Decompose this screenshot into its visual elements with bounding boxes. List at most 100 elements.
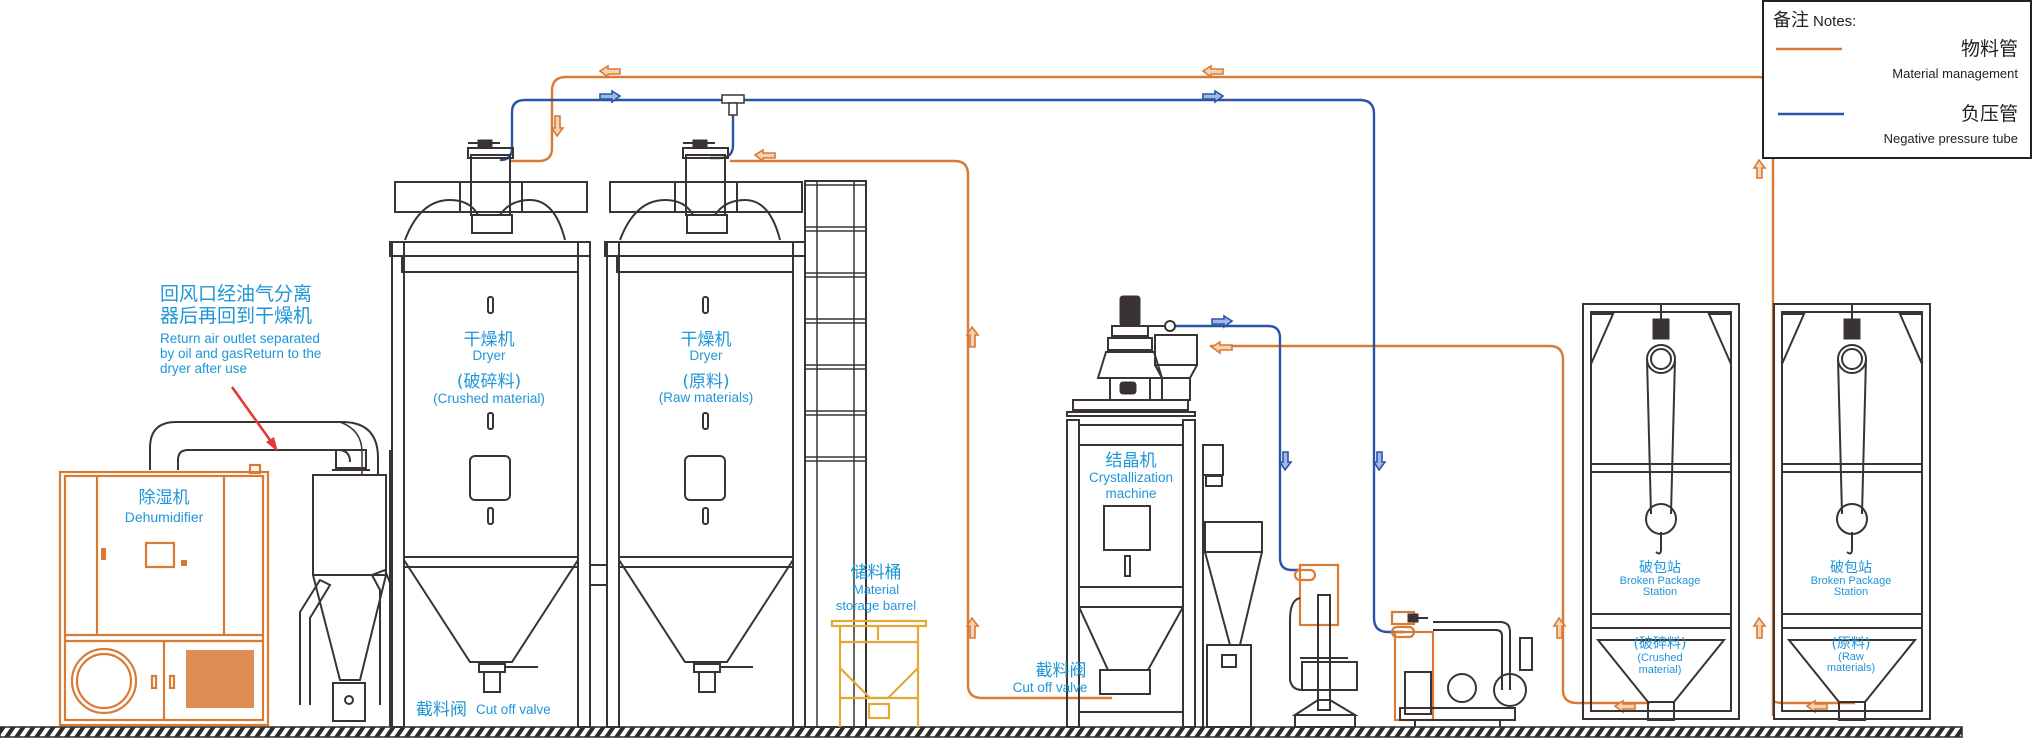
ladder-rung <box>804 272 867 278</box>
legend-title-zh: 备注 <box>1773 10 1809 30</box>
annotation-pointer-arrow <box>230 386 277 448</box>
material-pipe-raw-dryer-feed <box>730 159 1112 700</box>
legend-material-en: Material management <box>1892 66 2018 81</box>
station-raw-sub-en1: (Raw <box>1838 651 1864 663</box>
label-cutoff-valve-1: 截料阀 Cut off valve <box>416 700 551 720</box>
ladder-frame <box>804 180 867 728</box>
ladder-rung <box>804 180 867 186</box>
dryer-raw-sub-en: (Raw materials) <box>659 390 754 405</box>
vacuum-pipe-main <box>499 98 1405 634</box>
annotation-return-air: 回风口经油气分离 器后再回到干燥机 Return air outlet sepa… <box>160 283 321 376</box>
hopper-outlet <box>1647 701 1675 721</box>
crystallizer-unit <box>1066 295 1263 728</box>
arrow-up-icon <box>1752 616 1767 639</box>
station-crushed-sub-en2: material) <box>1639 664 1682 676</box>
hoist-pulley-inner <box>1650 348 1672 370</box>
label-station-crushed: 破包站 Broken Package Station (破碎料) (Crushe… <box>1620 560 1701 676</box>
hoist-motor <box>1652 318 1670 340</box>
hook-block <box>1645 503 1677 535</box>
vacuum-loader-1 <box>1289 563 1359 728</box>
ladder-rung <box>804 410 867 416</box>
storage-barrel-en2: storage barrel <box>836 598 916 613</box>
arrow-right-icon <box>1202 89 1225 104</box>
dryer-crushed-sub-zh: (破碎料) <box>457 372 521 392</box>
hoist-motor <box>1843 318 1861 340</box>
ladder-rung <box>804 364 867 370</box>
annotation-arrowhead <box>266 437 278 452</box>
legend-box: 备注 Notes: 物料管 Material management 负压管 Ne… <box>1762 0 2032 159</box>
arrow-up-icon <box>965 325 980 348</box>
hook-block <box>1836 503 1868 535</box>
station-crushed-en1: Broken Package <box>1620 575 1701 587</box>
dryer-crushed-sub-en: (Crushed material) <box>433 391 545 406</box>
arrow-left-icon <box>1210 340 1233 355</box>
material-pipe-crystallizer-feed <box>1210 344 1650 705</box>
dryer-crushed-zh: 干燥机 <box>464 330 515 350</box>
annotation-en-line2: by oil and gasReturn to the <box>160 346 321 361</box>
crystallizer-zh: 结晶机 <box>1106 451 1157 471</box>
label-station-raw: 破包站 Broken Package Station (原料) (Raw mat… <box>1811 560 1892 674</box>
station-raw-zh: 破包站 <box>1830 560 1872 576</box>
label-dehumidifier: 除湿机 Dehumidifier <box>125 488 204 525</box>
station-raw-en1: Broken Package <box>1811 575 1892 587</box>
hook <box>1846 532 1853 555</box>
crystallizer-en1: Crystallization <box>1089 470 1173 485</box>
dryer-raw-sub-zh: (原料) <box>682 372 729 392</box>
arrow-up-icon <box>1752 158 1767 179</box>
dehumidifier-en: Dehumidifier <box>125 509 204 525</box>
dehumidifier-zh: 除湿机 <box>139 488 190 508</box>
annotation-zh-line1: 回风口经油气分离 <box>160 283 312 305</box>
station-raw-en2: Station <box>1834 586 1868 598</box>
station-raw-sub-en2: materials) <box>1827 662 1875 674</box>
dryer-raw-zh: 干燥机 <box>681 330 732 350</box>
cutoff-valve-1-zh: 截料阀 <box>416 700 467 720</box>
annotation-zh-line2: 器后再回到干燥机 <box>160 305 312 327</box>
legend-vacuum-en: Negative pressure tube <box>1884 131 2018 146</box>
annotation-en-line3: dryer after use <box>160 361 247 376</box>
legend-material-zh: 物料管 <box>1961 38 2018 60</box>
dryer-crushed-unit <box>389 139 591 728</box>
access-ladder <box>804 180 867 728</box>
ladder-rung <box>804 226 867 232</box>
label-crystallizer: 结晶机 Crystallization machine <box>1089 451 1173 501</box>
return-air-duct <box>149 421 379 476</box>
corner-brace <box>1781 313 1806 365</box>
dryer-raw-unit <box>590 139 806 728</box>
vacuum-pipe-crystallizer <box>1175 324 1300 572</box>
ladder-rung <box>804 318 867 324</box>
storage-barrel-unit <box>830 619 928 727</box>
pipe-tee-fitting <box>721 94 745 116</box>
station-crushed-sub-zh: (破碎料) <box>1634 636 1687 652</box>
arrow-down-icon <box>1278 451 1293 472</box>
arrow-up-icon <box>1552 616 1567 639</box>
oil-gas-separator <box>299 450 393 727</box>
hopper-outlet <box>1838 701 1866 721</box>
crossbar <box>1781 463 1923 473</box>
station-crushed-zh: 破包站 <box>1639 560 1681 576</box>
arrow-right-icon <box>599 89 622 104</box>
label-storage-barrel: 储料桶 Material storage barrel <box>836 563 916 613</box>
legend-vacuum-zh: 负压管 <box>1961 103 2018 125</box>
arrow-down-icon <box>1372 451 1387 472</box>
label-dryer-crushed: 干燥机 Dryer (破碎料) (Crushed material) <box>433 330 545 406</box>
cutoff-valve-2-en: Cut off valve <box>1013 680 1088 695</box>
arrow-left-icon <box>598 64 621 79</box>
annotation-en-line1: Return air outlet separated <box>160 331 320 346</box>
ladder-rung <box>804 456 867 462</box>
storage-barrel-en1: Material <box>853 582 899 597</box>
hoist-chain <box>1646 358 1676 515</box>
dryer-raw-en: Dryer <box>690 348 724 363</box>
crossbar <box>1590 613 1732 629</box>
legend-title-en: Notes: <box>1813 13 1856 30</box>
cutoff-valve-1-en: Cut off valve <box>476 702 551 717</box>
negative-pressure-pipes <box>499 98 1405 634</box>
corner-brace <box>1898 313 1923 365</box>
broken-package-station-crushed <box>1582 303 1740 721</box>
label-dryer-raw: 干燥机 Dryer (原料) (Raw materials) <box>659 330 754 405</box>
arrow-left-icon <box>753 148 776 163</box>
broken-package-station-raw <box>1773 303 1931 721</box>
label-cutoff-valve-2: 截料阀 Cut off valve <box>1013 661 1088 695</box>
arrow-up-icon <box>965 616 980 639</box>
crossbar <box>1590 463 1732 473</box>
